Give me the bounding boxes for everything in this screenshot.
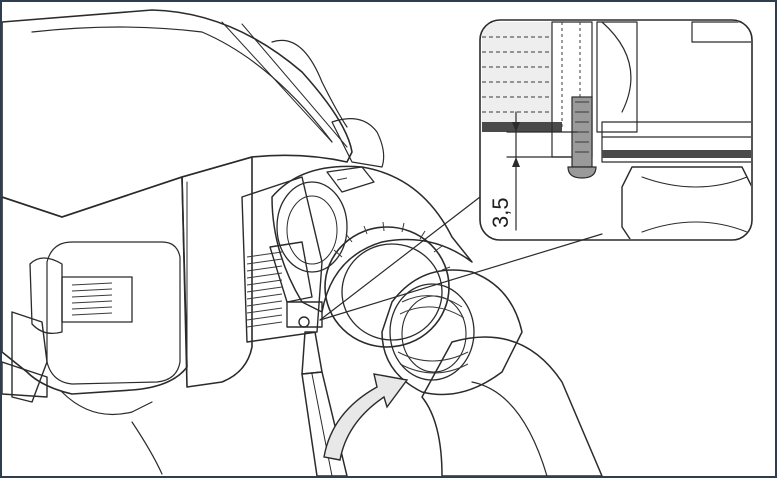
- inset-screw: [567, 96, 597, 179]
- detail-inset: 3,5: [319, 19, 753, 321]
- screwdriver-icon: [301, 331, 348, 476]
- gland-ribs: [397, 295, 469, 374]
- dimension-annotation: 3,5: [488, 111, 578, 231]
- dimension-label: 3,5: [488, 197, 513, 228]
- rotation-arrow-icon: [323, 373, 409, 461]
- nut-knurling: [333, 221, 451, 271]
- screw-head: [298, 316, 310, 328]
- latch-ribs: [71, 282, 113, 316]
- connector-opening: [241, 176, 323, 343]
- inset-fins: [482, 36, 552, 113]
- device-housing: [2, 9, 385, 475]
- cylindrical-connector: [271, 165, 603, 476]
